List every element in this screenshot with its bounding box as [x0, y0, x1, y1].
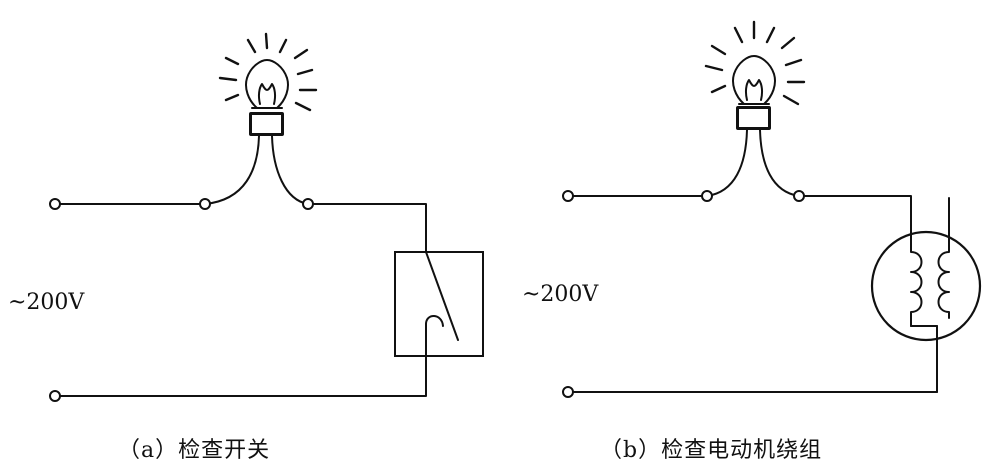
- caption-b: （b）检查电动机绕组: [600, 438, 823, 463]
- terminal-b-bulb-left: [701, 190, 713, 202]
- terminal-a-bulb-left: [199, 198, 211, 210]
- circuit-b: [562, 20, 982, 398]
- top-wire-a-right: [307, 203, 427, 253]
- switch-contact: [425, 315, 444, 327]
- motor-icon: [870, 230, 982, 342]
- switch-box: [394, 251, 484, 357]
- winding-coil-left: [910, 225, 923, 327]
- lead-wire-b-left: [706, 129, 748, 197]
- lead-wire-a-left: [204, 135, 260, 205]
- light-rays-b: [704, 20, 806, 106]
- bottom-wire-a: [54, 355, 427, 397]
- terminal-a-top: [49, 198, 61, 210]
- lead-wire-a-right: [271, 135, 309, 205]
- caption-a: （a）检查开关: [118, 438, 271, 463]
- light-rays-a: [218, 32, 318, 112]
- switch-lever: [425, 251, 459, 341]
- voltage-label-b: ~200V: [522, 282, 599, 307]
- voltage-label-a: ~200V: [8, 290, 85, 315]
- terminal-a-bulb-right: [302, 198, 314, 210]
- light-bulb-icon-a: [245, 59, 289, 136]
- winding-coil-right: [937, 239, 950, 319]
- lead-wire-b-right: [759, 129, 800, 197]
- light-bulb-icon-b: [732, 55, 776, 130]
- terminal-a-bottom: [49, 390, 61, 402]
- circuit-a: [49, 32, 484, 402]
- top-wire-b-right: [798, 195, 912, 227]
- terminal-b-bottom: [562, 386, 574, 398]
- terminal-b-bulb-right: [793, 190, 805, 202]
- terminal-b-top: [562, 190, 574, 202]
